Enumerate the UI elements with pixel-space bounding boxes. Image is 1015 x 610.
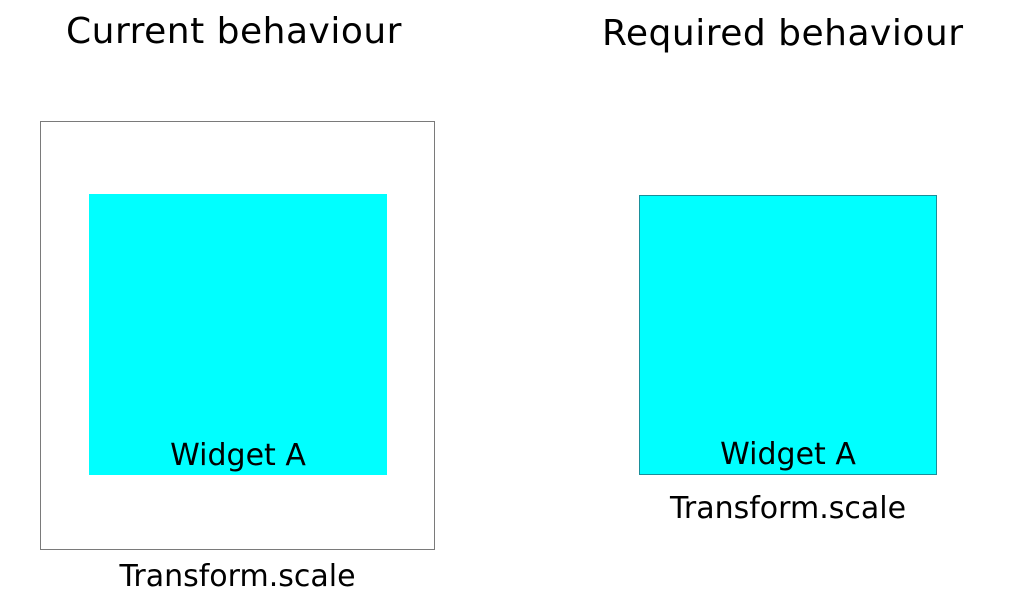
widget-a-label: Widget A bbox=[720, 437, 856, 472]
widget-a-label: Widget A bbox=[170, 438, 306, 473]
widget-a-current: Widget A bbox=[89, 194, 387, 475]
current-transform-caption: Transform.scale bbox=[119, 559, 356, 594]
required-behaviour-title: Required behaviour bbox=[602, 13, 964, 54]
transform-scale-bounds bbox=[40, 121, 435, 550]
widget-a-required: Widget A bbox=[639, 195, 937, 475]
current-behaviour-title: Current behaviour bbox=[66, 11, 402, 52]
required-transform-caption: Transform.scale bbox=[669, 491, 907, 526]
